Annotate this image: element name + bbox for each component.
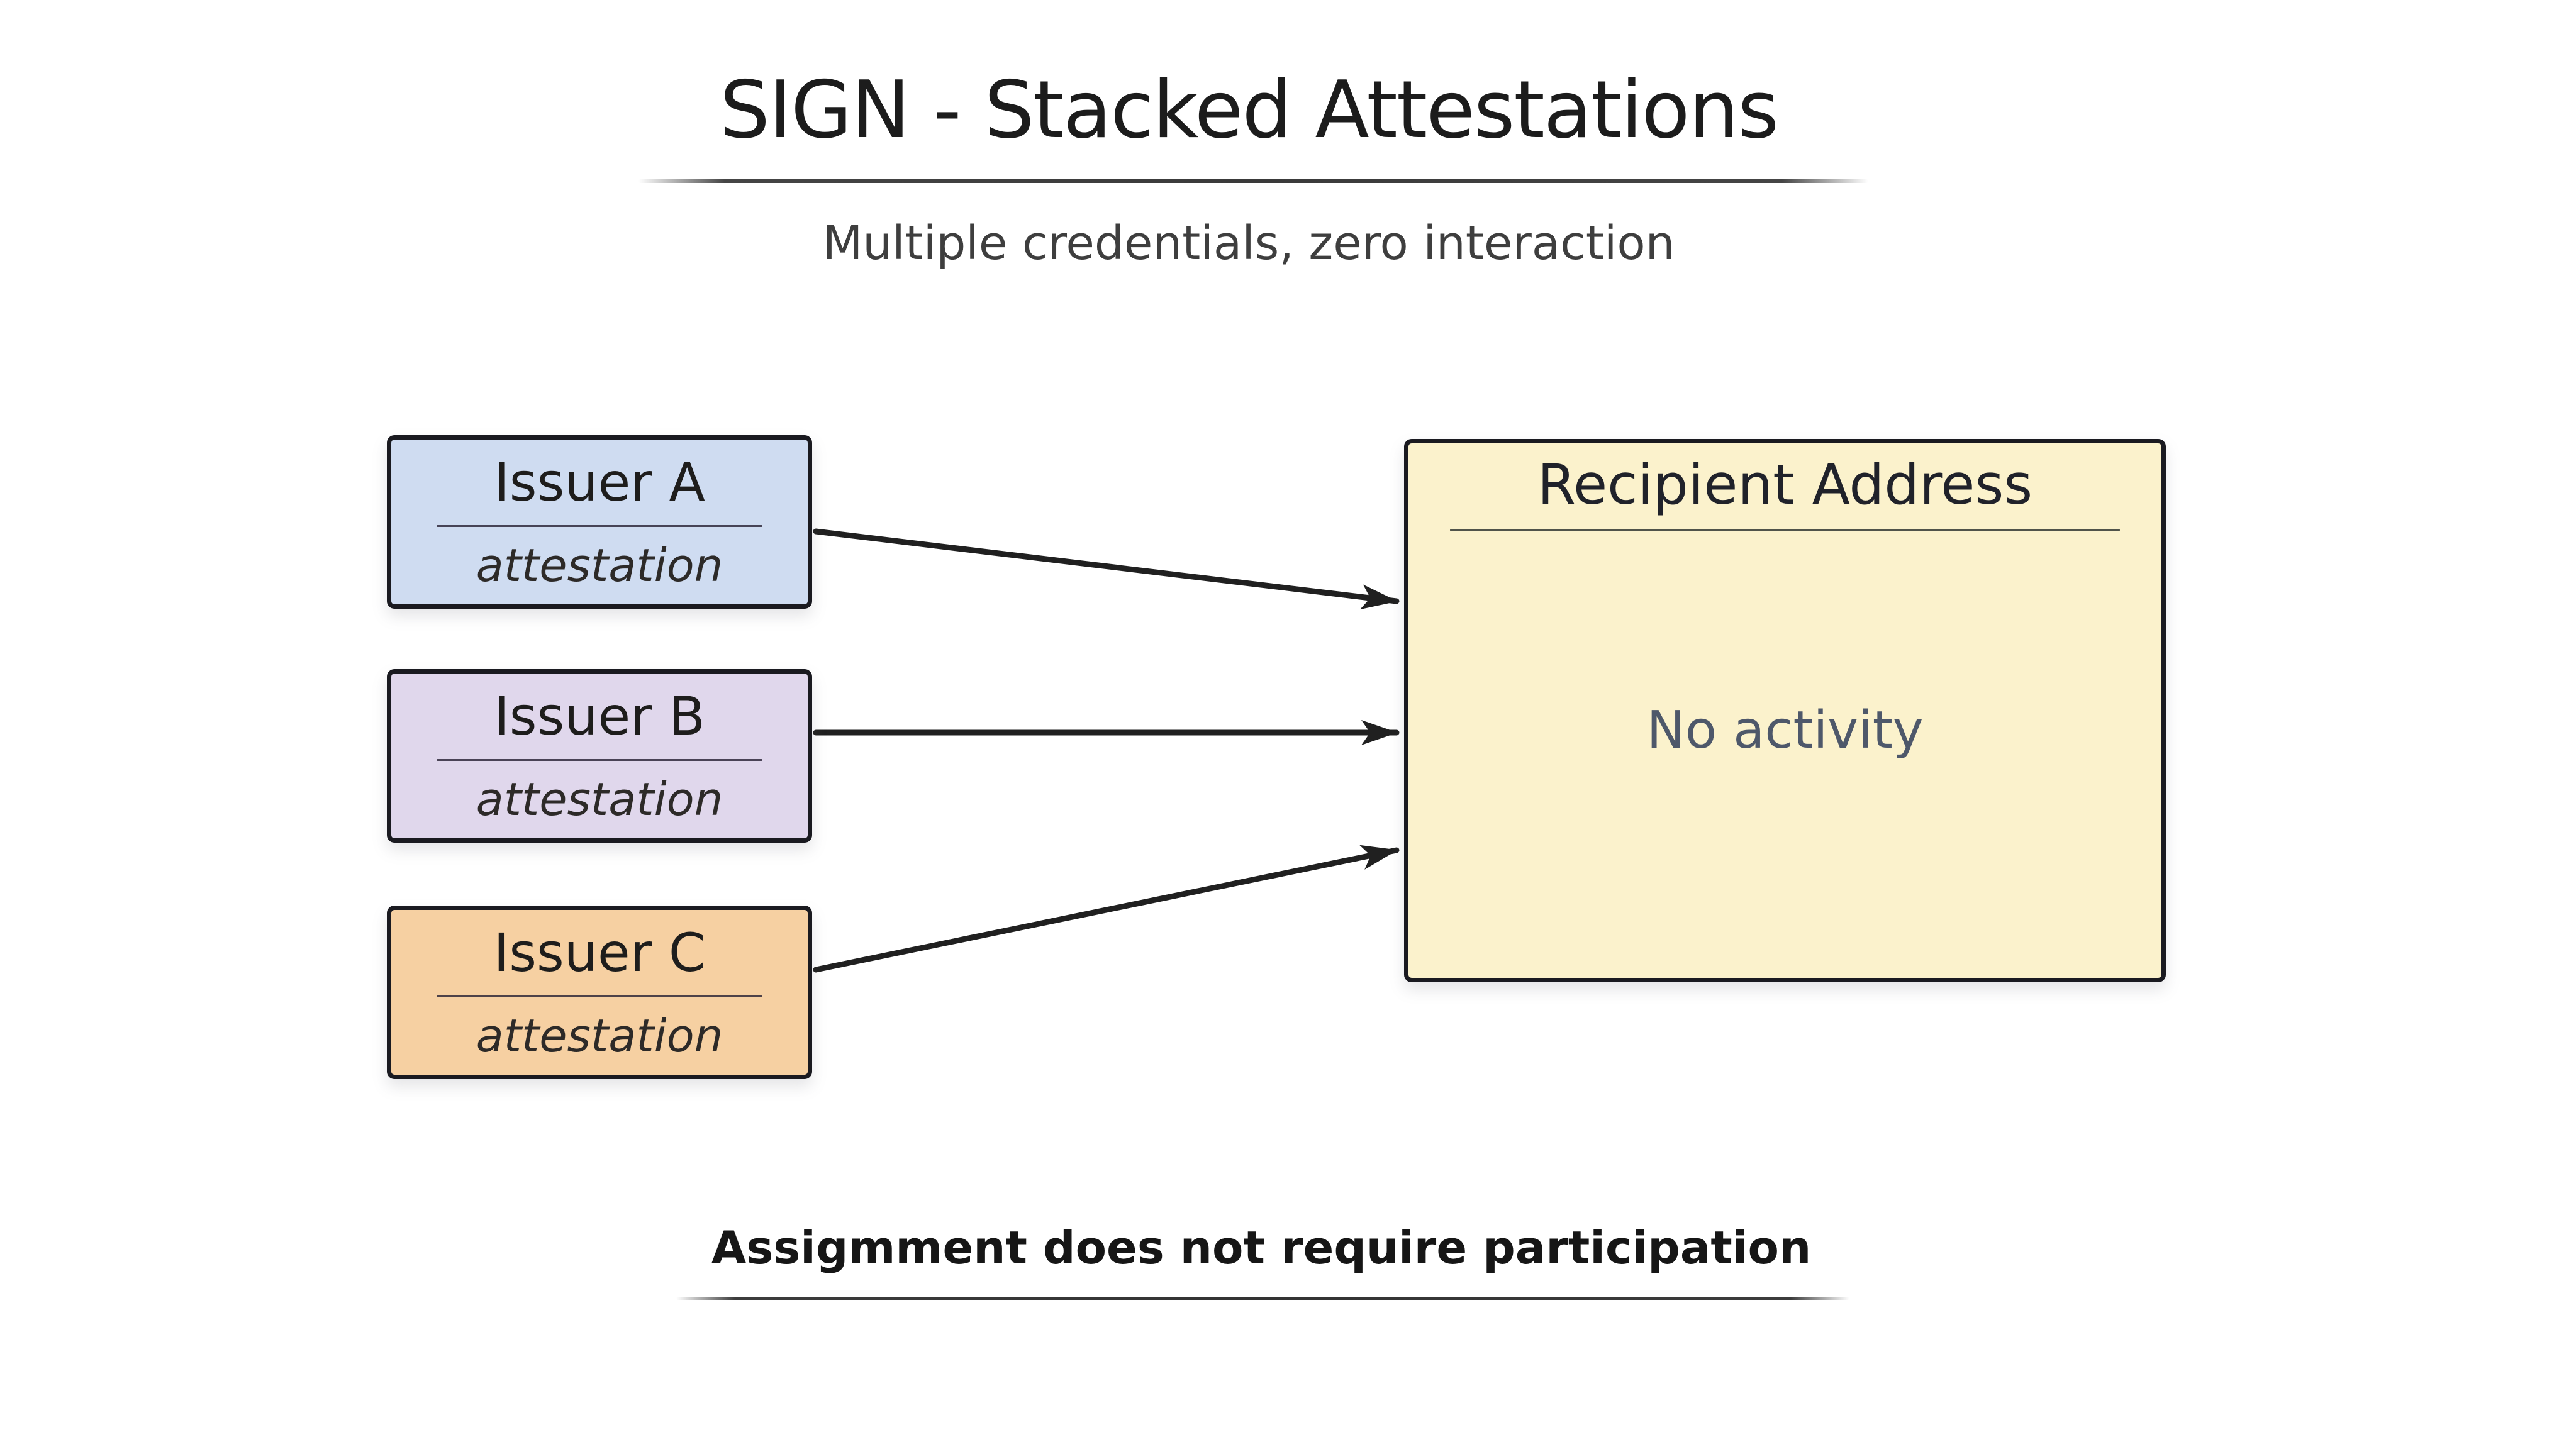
issuer-a-node: Issuer A attestation: [387, 435, 812, 609]
issuer-c-divider: [437, 995, 762, 997]
issuer-c-attestation-label: attestation: [476, 1009, 723, 1062]
footer-caption: Assigmment does not require participatio…: [711, 1221, 1812, 1275]
title-underline: [638, 179, 1868, 183]
issuer-a-label: Issuer A: [494, 451, 705, 513]
issuer-b-label: Issuer B: [493, 685, 706, 747]
issuer-c-label: Issuer C: [493, 921, 706, 984]
recipient-address-label: Recipient Address: [1537, 452, 2033, 517]
recipient-divider: [1450, 529, 2120, 531]
caption-underline: [676, 1297, 1849, 1300]
arrow-issuer-c-to-recipient-icon: [813, 845, 1400, 973]
page-title: SIGN - Stacked Attestations: [719, 63, 1779, 156]
issuer-a-divider: [437, 525, 762, 527]
arrow-issuer-a-to-recipient-icon: [813, 528, 1400, 610]
issuer-a-attestation-label: attestation: [476, 538, 723, 592]
page-subtitle: Multiple credentials, zero interaction: [822, 216, 1675, 271]
issuer-b-divider: [437, 759, 762, 761]
recipient-status-text: No activity: [1646, 700, 1924, 760]
issuer-b-node: Issuer B attestation: [387, 669, 812, 843]
recipient-address-node: Recipient Address No activity: [1404, 439, 2166, 982]
issuer-c-node: Issuer C attestation: [387, 906, 812, 1079]
issuer-b-attestation-label: attestation: [476, 772, 723, 826]
